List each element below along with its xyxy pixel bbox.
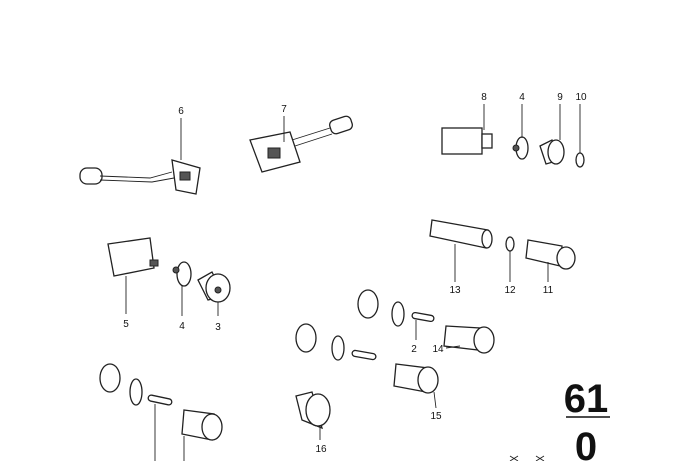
part-1-lamp-socket[interactable]: 1 bbox=[181, 409, 223, 461]
callout-label: 5 bbox=[123, 319, 129, 330]
callout-label: 13 bbox=[449, 285, 461, 296]
callout-label: 15 bbox=[430, 411, 442, 422]
part-11-knob[interactable]: 11 bbox=[525, 239, 576, 296]
part-7-wiper-switch[interactable]: 7 bbox=[249, 104, 354, 173]
part-12-ring[interactable]: 12 bbox=[504, 236, 516, 296]
group-number-sub: 0 bbox=[575, 425, 597, 461]
callout-label: 8 bbox=[481, 92, 487, 103]
part-16-cap[interactable]: 16 bbox=[295, 391, 331, 455]
callout-label: 7 bbox=[281, 104, 287, 115]
part-2-bulb[interactable]: 2 bbox=[411, 311, 435, 355]
part-13-switch-body[interactable]: 13 bbox=[429, 219, 493, 296]
callout-label: 4 bbox=[179, 321, 185, 332]
callout-label: 16 bbox=[315, 444, 327, 455]
part-8-relay[interactable]: 8 bbox=[441, 92, 493, 155]
callout-label: 12 bbox=[504, 285, 516, 296]
callout-label: 11 bbox=[543, 285, 554, 296]
callout-label: 6 bbox=[178, 106, 184, 117]
callout-label: 3 bbox=[215, 322, 221, 333]
part-nut-ring-lower bbox=[99, 363, 143, 406]
part-5-switch-housing[interactable]: 5 bbox=[107, 237, 159, 330]
cut-off-marks bbox=[509, 455, 545, 461]
part-14-lamp-socket[interactable]: 14 bbox=[432, 325, 495, 355]
part-4-washer[interactable]: 4 bbox=[512, 92, 529, 160]
part-nut-ring-upper bbox=[357, 289, 405, 327]
callout-label: 9 bbox=[557, 92, 563, 103]
part-3-knob[interactable]: 3 bbox=[197, 271, 231, 333]
part-nut-ring-middle bbox=[295, 323, 377, 361]
callout-label: 4 bbox=[519, 92, 525, 103]
callout-label: 2 bbox=[411, 344, 417, 355]
group-number: 61 0 bbox=[564, 377, 610, 461]
part-2-bulb-lower[interactable]: 2 bbox=[147, 394, 173, 461]
part-9-knob[interactable]: 9 bbox=[539, 92, 565, 165]
part-10-ring[interactable]: 10 bbox=[575, 92, 587, 168]
part-6-turn-signal-switch[interactable]: 6 bbox=[79, 106, 201, 195]
callout-label: 10 bbox=[575, 92, 587, 103]
part-15-lamp-socket[interactable]: 15 bbox=[393, 363, 442, 422]
callout-label: 14 bbox=[432, 344, 444, 355]
group-number-main: 61 bbox=[564, 377, 609, 421]
part-4-washer[interactable]: 4 bbox=[172, 261, 192, 332]
